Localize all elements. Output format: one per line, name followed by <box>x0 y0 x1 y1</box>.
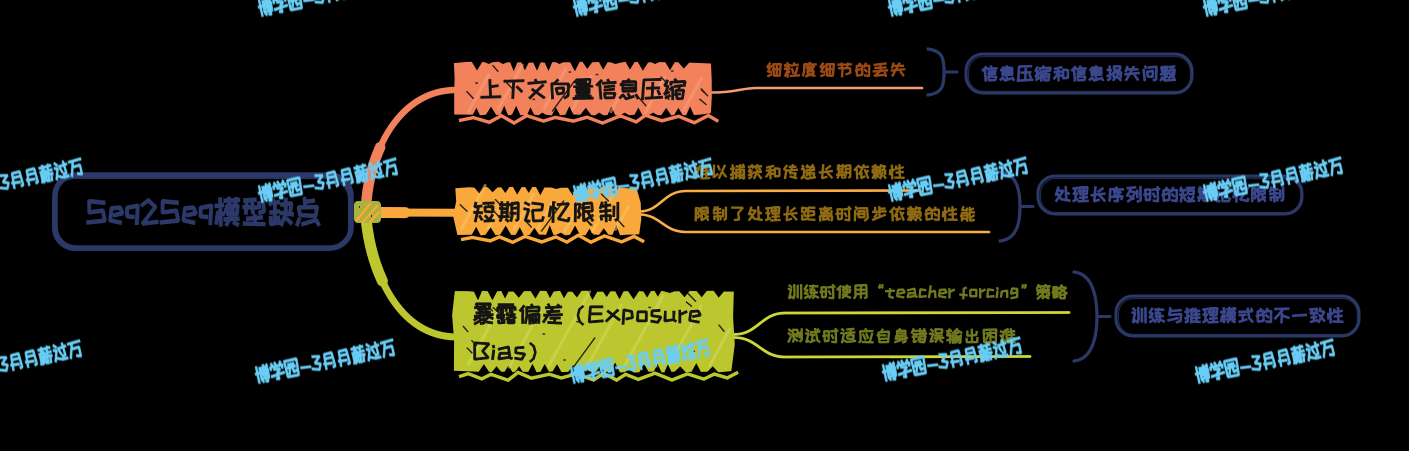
summary-box-border-1 <box>964 52 1194 95</box>
root-topic-label: Seq2Seq模型缺点 <box>84 194 322 229</box>
child-line-3-2 <box>732 336 1032 359</box>
topic1-torn-edge <box>458 113 720 125</box>
summary-train-inference-mismatch[interactable]: 训练与推理模式的不一致性 <box>1116 296 1359 336</box>
summary-brace-1 <box>926 47 946 97</box>
root-topic[interactable]: Seq2Seq模型缺点 <box>56 176 350 247</box>
topic1-hatching <box>466 64 709 112</box>
topic3-speckles <box>542 306 696 361</box>
child-line-2-2 <box>637 213 991 234</box>
topic3-crayon-texture <box>467 290 732 369</box>
summary-label: 处理长序列时的短期记忆限制 <box>1054 186 1286 205</box>
summary-boxes <box>964 52 1361 338</box>
topic2-hatching <box>459 193 625 232</box>
summary-box-border-sketch-1 <box>967 55 1192 93</box>
summary-information-loss[interactable]: 信息压缩和信息损失问题 <box>966 54 1192 93</box>
topic2-torn-edge <box>460 233 645 245</box>
topic-label: 上下文向量信息压缩 <box>479 76 687 102</box>
topic3-hatching <box>462 292 725 369</box>
topic-label: 短期记忆限制 <box>472 198 623 224</box>
subtopic-long-distance-performance[interactable]: 限制了处理长距离时间步依赖的性能 <box>694 206 978 224</box>
summary-box-border-sketch-3 <box>1117 297 1359 336</box>
topic-short-term-memory-limit[interactable]: 短期记忆限制 <box>455 187 640 235</box>
summary-box-border-sketch-2 <box>1039 177 1302 214</box>
summary-box-border-3 <box>1114 294 1361 338</box>
subtopic-long-term-dependency[interactable]: 难以捕获和传递长期依赖性 <box>694 164 907 182</box>
topic-context-vector-compression[interactable]: 上下文向量信息压缩 <box>453 62 713 115</box>
summary-short-term-memory[interactable]: 处理长序列时的短期记忆限制 <box>1038 176 1302 214</box>
branch-junction-hatch <box>355 202 381 224</box>
topic-exposure-bias[interactable]: 暴露偏差（Exposure Bias） <box>472 295 724 369</box>
topic2-crayon-texture <box>460 183 630 234</box>
summary-label: 训练与推理模式的不一致性 <box>1130 307 1345 326</box>
summary-brace-2 <box>998 170 1022 243</box>
child-line-2-1 <box>637 189 920 213</box>
topic3-shape <box>452 290 735 373</box>
branch-line-topic3-taper <box>360 212 462 343</box>
branch-line-topic1-taper <box>360 84 462 213</box>
summary-label: 信息压缩和信息损失问题 <box>980 64 1178 83</box>
root-topic-border-sketch <box>52 177 350 251</box>
branch-lines <box>356 84 1071 359</box>
summary-box-border-2 <box>1036 174 1304 216</box>
topic1-speckles <box>475 70 674 101</box>
child-line-3-1 <box>732 311 1071 336</box>
child-line-1-1 <box>710 86 924 94</box>
topic-shapes <box>452 61 739 383</box>
subtopic-fine-grained-detail-loss[interactable]: 细粒度细节的丢失 <box>766 62 908 80</box>
subtopic-test-time-errors[interactable]: 测试时适应自身错误输出困难 <box>787 328 1018 346</box>
subtopic-teacher-forcing[interactable]: 训练时使用“teacher forcing”策略 <box>787 284 1068 302</box>
topic-label: 暴露偏差（Exposure Bias） <box>472 301 702 364</box>
root-topic-border <box>52 172 354 251</box>
topic3-torn-edge <box>458 370 739 383</box>
branch-junction-speckles <box>359 206 372 217</box>
summary-brace-3 <box>1072 270 1099 363</box>
summary-braces <box>926 47 1112 363</box>
topic2-speckles <box>510 201 605 219</box>
